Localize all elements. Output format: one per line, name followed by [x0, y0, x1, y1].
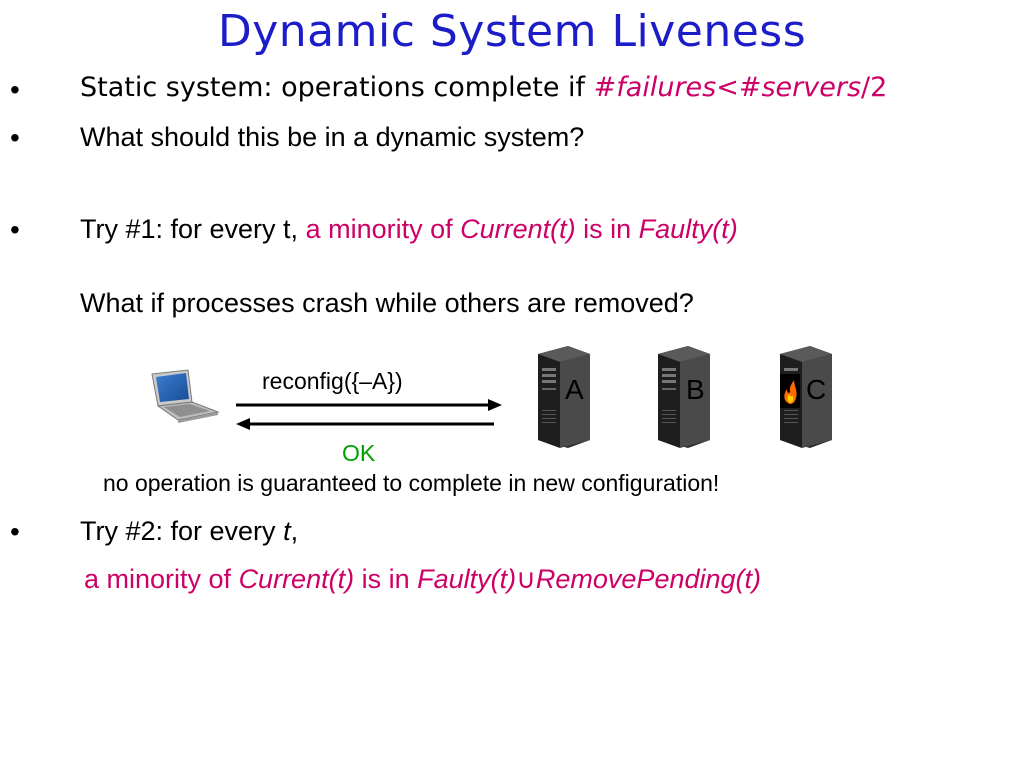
try1-minority: a minority of — [305, 214, 461, 244]
server-icon — [538, 346, 590, 448]
try1-faulty: Faulty(t) — [638, 214, 738, 244]
bullet-marker: • — [10, 516, 20, 547]
server-label-b: B — [686, 374, 705, 405]
try2-condition: a minority of Current(t) is in Faulty(t)… — [84, 564, 761, 595]
server-icon — [658, 346, 710, 448]
ok-label: OK — [342, 440, 376, 466]
reconfig-label: reconfig({–A}) — [262, 368, 403, 394]
try1-prefix: Try #1: for every t, — [80, 214, 306, 244]
no-guarantee-note: no operation is guaranteed to complete i… — [103, 470, 720, 496]
try1-is-in: is in — [575, 214, 639, 244]
fire-icon — [780, 374, 800, 408]
hash-symbol: # — [593, 72, 617, 103]
static-system-line: Static system: operations complete if #f… — [80, 72, 887, 103]
static-system-text: Static system: operations complete if — [80, 72, 594, 103]
try2-t: t — [283, 516, 291, 546]
try2-remove-pending: RemovePending(t) — [535, 564, 762, 594]
crash-question: What if processes crash while others are… — [80, 288, 694, 318]
try2-faulty: Faulty(t) — [417, 564, 517, 594]
bullet-marker: • — [10, 122, 20, 153]
failures-term: failures — [616, 72, 717, 103]
less-than-hash: <# — [716, 72, 762, 103]
try2-line: Try #2: for every t, — [80, 516, 298, 547]
union-symbol: ∪ — [516, 564, 536, 594]
half-term: /2 — [861, 72, 888, 103]
try2-prefix: Try #2: for every — [80, 516, 284, 546]
message-arrows — [236, 399, 502, 430]
try2-current: Current(t) — [238, 564, 355, 594]
servers-term: servers — [761, 72, 862, 103]
try2-minority: a minority of — [84, 564, 239, 594]
laptop-icon — [151, 369, 220, 423]
slide-title: Dynamic System Liveness — [217, 6, 807, 57]
ok-arrowhead — [236, 418, 250, 430]
try2-comma: , — [290, 516, 299, 546]
bullet-marker: • — [10, 74, 20, 105]
bullet-marker: • — [10, 214, 20, 245]
server-label-a: A — [565, 374, 584, 405]
dynamic-question: What should this be in a dynamic system? — [80, 122, 585, 152]
try1-current: Current(t) — [460, 214, 576, 244]
server-label-c: C — [806, 374, 827, 405]
try2-is-in: is in — [354, 564, 418, 594]
try1-line: Try #1: for every t, a minority of Curre… — [80, 214, 738, 245]
reconfig-arrowhead — [488, 399, 502, 411]
